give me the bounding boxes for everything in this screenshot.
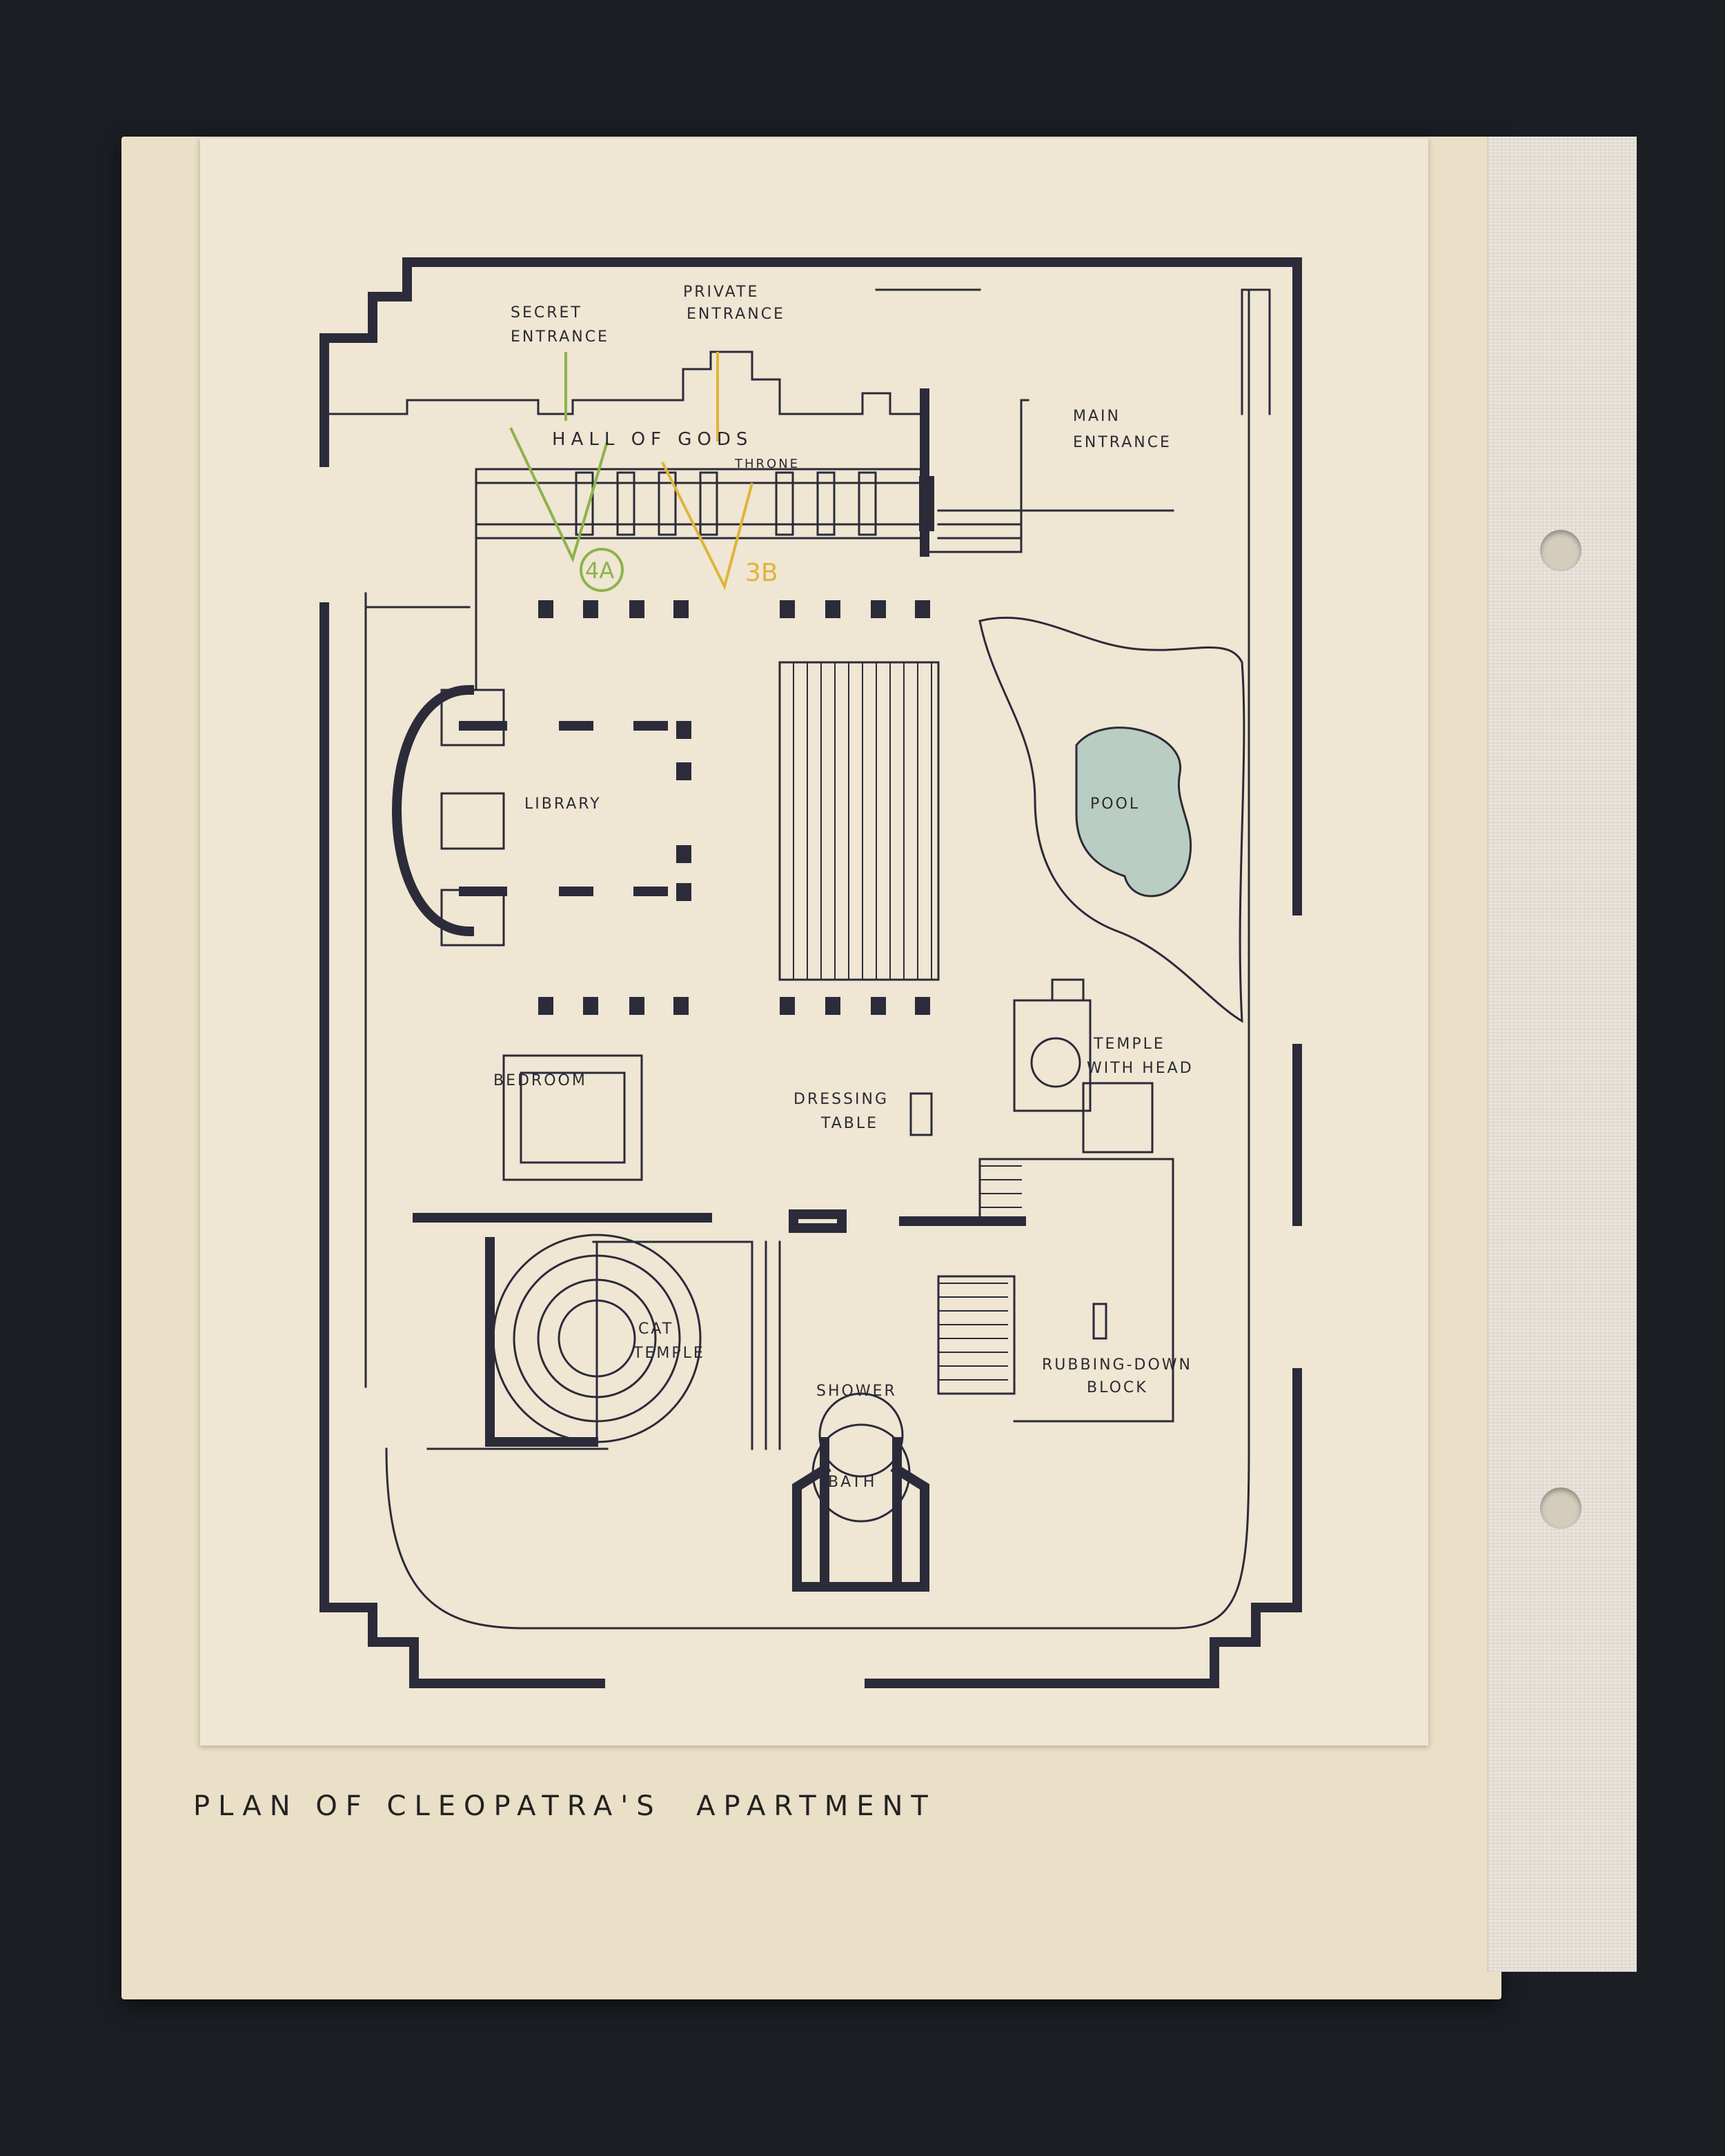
label-throne: THRONE xyxy=(734,457,800,471)
label-main-entrance-line2: ENTRANCE xyxy=(1073,434,1172,451)
label-hall-of-gods: HALL OF GODS xyxy=(552,429,753,450)
marker-lines xyxy=(509,352,753,592)
label-bath: BATH xyxy=(828,1474,876,1491)
label-secret-entrance: SECRET xyxy=(511,304,582,322)
columns xyxy=(459,476,934,1015)
label-main-entrance: MAIN xyxy=(1073,408,1121,425)
label-secret-entrance-line2: ENTRANCE xyxy=(511,328,609,346)
plan-labels: SECRET ENTRANCE PRIVATE ENTRANCE HALL OF… xyxy=(493,284,1194,1491)
label-temple-with-head-line2: WITH HEAD xyxy=(1087,1060,1194,1077)
label-pool: POOL xyxy=(1090,795,1140,813)
outer-walls xyxy=(319,257,1302,1688)
interior-lines xyxy=(323,288,1271,1630)
label-cat-temple: CAT xyxy=(638,1321,673,1338)
punch-hole-bottom xyxy=(1540,1487,1581,1529)
marker-3b: 3B xyxy=(745,559,778,587)
label-temple-with-head: TEMPLE xyxy=(1093,1036,1165,1053)
label-private-entrance: PRIVATE xyxy=(683,284,759,301)
label-cat-temple-line2: TEMPLE xyxy=(633,1345,705,1362)
label-dressing-table-line2: TABLE xyxy=(820,1115,878,1132)
marker-4a: 4A xyxy=(585,557,614,584)
label-rubbing-down-block-line2: BLOCK xyxy=(1087,1379,1148,1396)
label-private-entrance-line2: ENTRANCE xyxy=(687,306,785,323)
binding-strip xyxy=(1487,137,1637,1972)
label-dressing-table: DRESSING xyxy=(793,1091,889,1108)
label-rubbing-down-block: RUBBING-DOWN xyxy=(1042,1356,1192,1374)
pool-garden xyxy=(978,616,1245,1023)
label-shower: SHOWER xyxy=(816,1383,897,1400)
drawing-caption: PLAN OF CLEOPATRA'S APARTMENT xyxy=(193,1790,936,1822)
label-library: LIBRARY xyxy=(524,795,602,813)
punch-hole-top xyxy=(1540,530,1581,571)
label-bedroom: BEDROOM xyxy=(493,1072,587,1089)
